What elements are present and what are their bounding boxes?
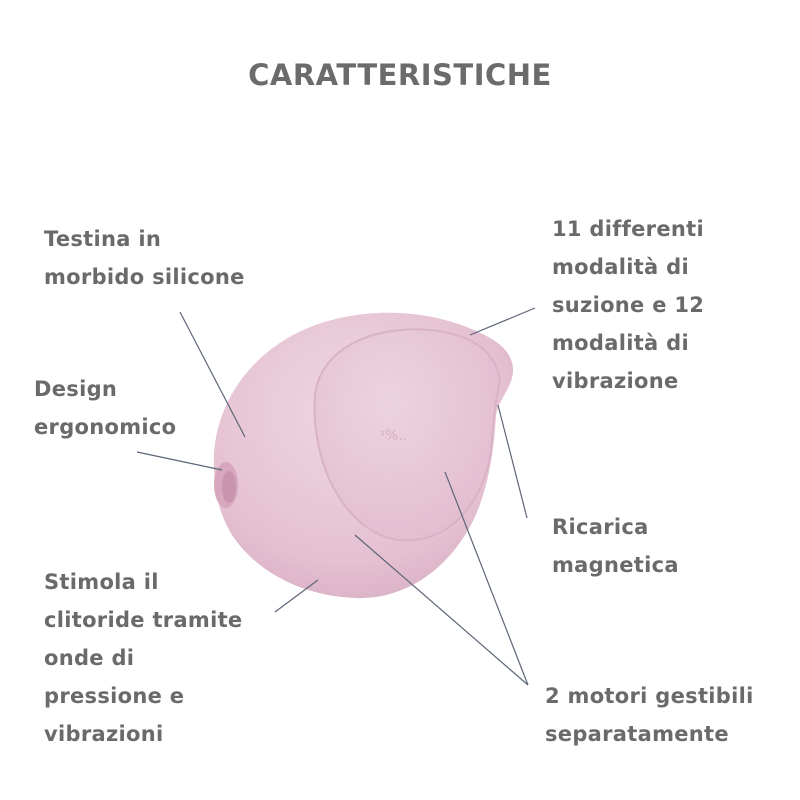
page-title: CARATTERISTICHE xyxy=(248,58,552,92)
pointer-line-stimola xyxy=(274,579,319,613)
pointer-line-motori-1 xyxy=(444,471,529,686)
feature-label-motori: 2 motori gestibili separatamente xyxy=(545,684,754,746)
feature-label-modalita: 11 differenti modalità di suzione e 12 m… xyxy=(552,217,705,393)
product-face xyxy=(313,328,502,542)
feature-label-design: Design ergonomico xyxy=(34,377,177,439)
pointer-line-motori-2 xyxy=(354,534,529,686)
pointer-line-ricarica xyxy=(497,404,528,519)
suction-opening-inner xyxy=(222,471,236,503)
brand-logo: ᵌ%.. xyxy=(380,428,407,444)
feature-label-stimola: Stimola il clitoride tramite onde di pre… xyxy=(44,570,243,746)
feature-label-testina: Testina in morbido silicone xyxy=(44,227,245,289)
pointer-line-modalita xyxy=(469,307,536,336)
feature-label-ricarica: Ricarica magnetica xyxy=(552,515,679,577)
pointer-line-design xyxy=(136,451,223,471)
pointer-line-testina xyxy=(179,311,246,438)
